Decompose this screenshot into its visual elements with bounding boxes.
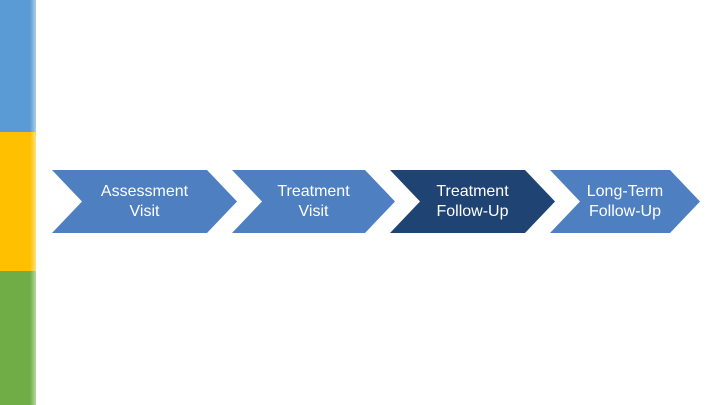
- accent-bar-fade-edge: [30, 0, 44, 405]
- chevron-step-long-term-follow-up: Long-Term Follow-Up: [550, 170, 700, 233]
- chevron-step-label: Treatment Follow-Up: [436, 182, 509, 220]
- chevron-step-label: Treatment Visit: [277, 182, 350, 220]
- chevron-step-treatment-visit: Treatment Visit: [232, 170, 395, 233]
- chevron-step-label: Long-Term Follow-Up: [586, 182, 664, 220]
- chevron-step-label: Assessment Visit: [100, 182, 189, 220]
- chevron-step-treatment-follow-up: Treatment Follow-Up: [390, 170, 555, 233]
- chevron-step-assessment-visit: Assessment Visit: [52, 170, 237, 233]
